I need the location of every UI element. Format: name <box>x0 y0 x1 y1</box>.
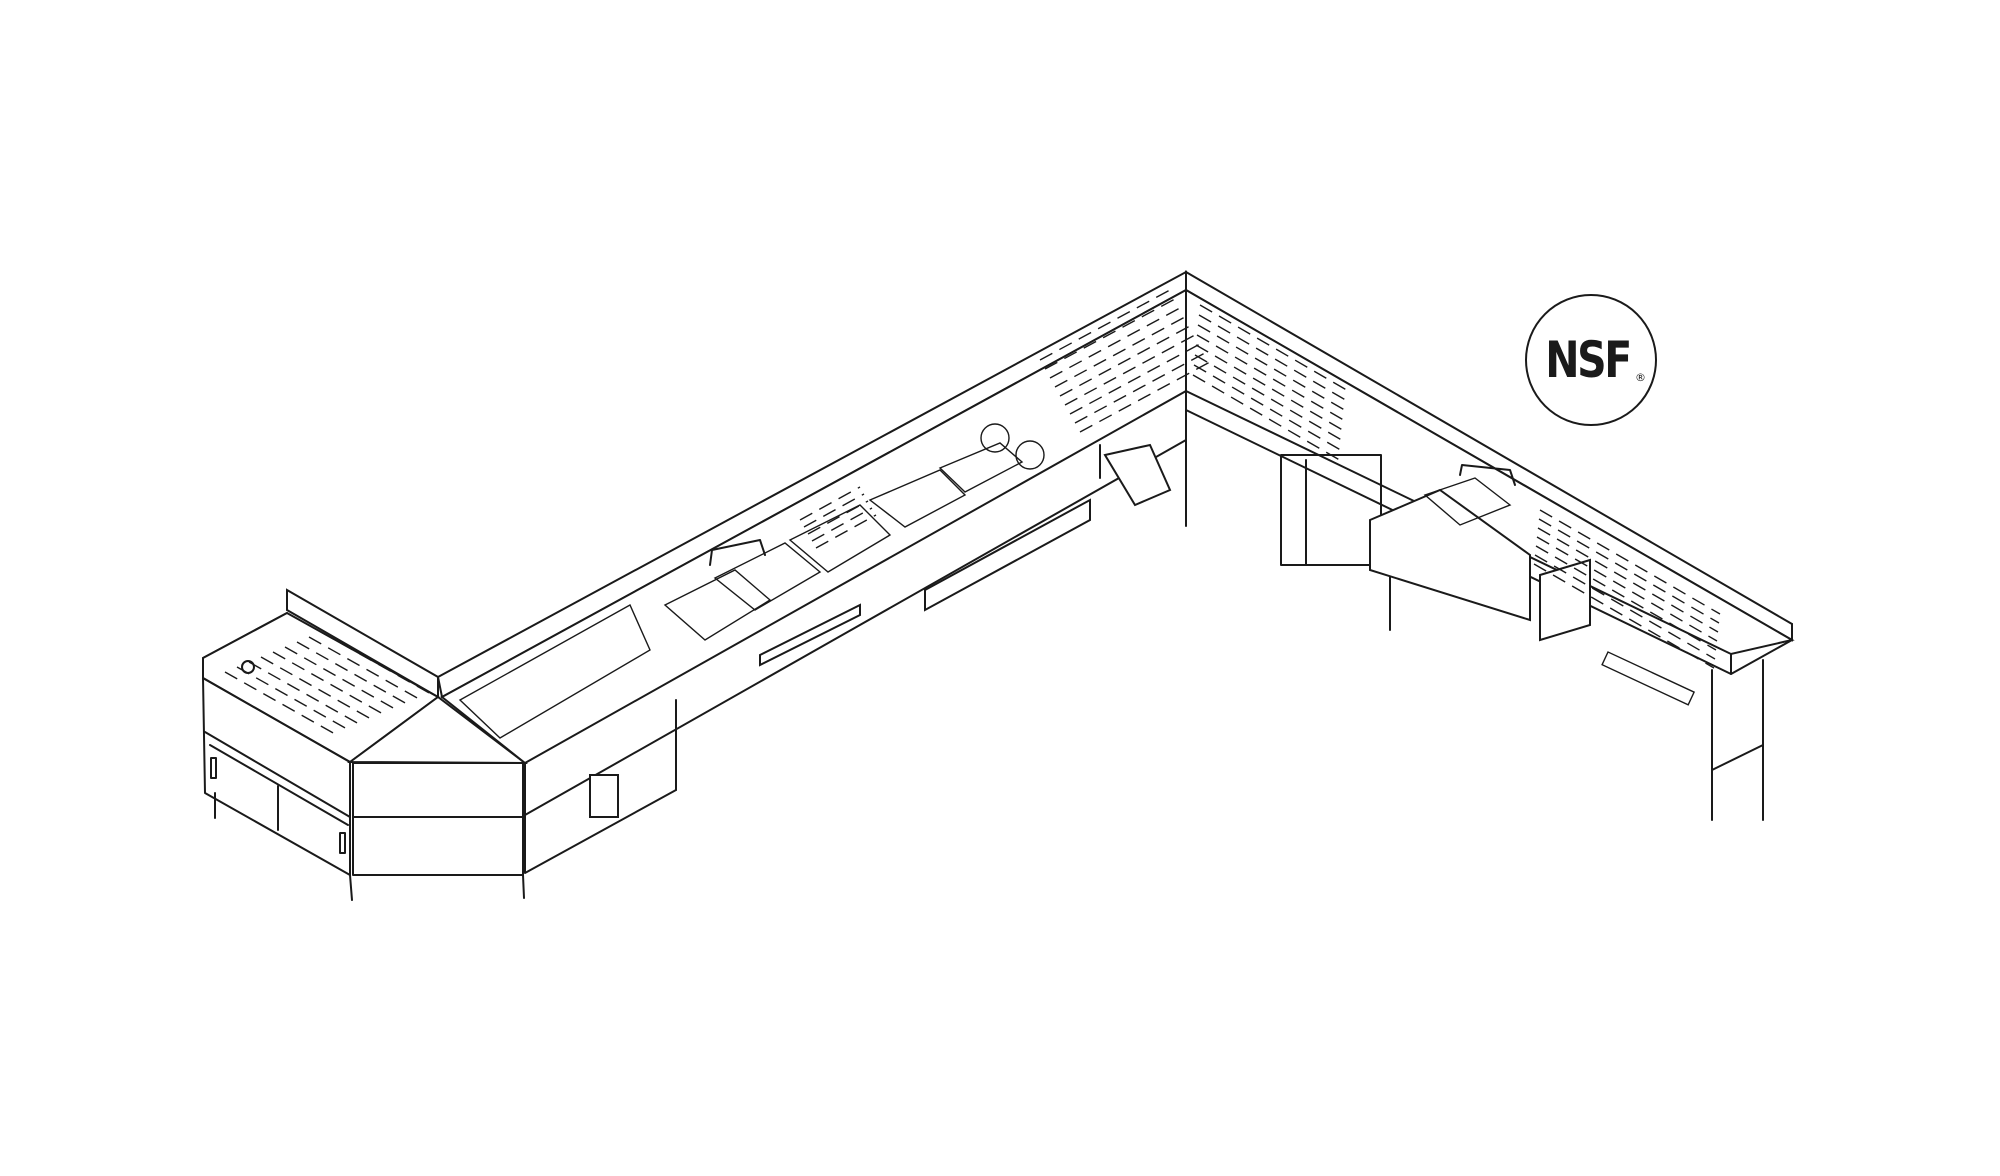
corner-piece <box>346 695 528 899</box>
drain-groove <box>1538 518 1720 624</box>
drain-groove <box>799 486 861 521</box>
drain-groove <box>815 514 877 549</box>
drain-groove <box>811 507 873 542</box>
drain-groove <box>807 500 869 535</box>
drain-groove <box>1535 545 1717 651</box>
drain-groove <box>1049 307 1181 379</box>
nsf-logo-text: NSF <box>1545 331 1632 389</box>
drain-groove <box>1074 352 1206 424</box>
drain-groove <box>803 493 865 528</box>
drain-groove <box>1193 364 1345 453</box>
drain-groove <box>1044 298 1176 370</box>
drain-groove <box>1194 354 1346 443</box>
registered-mark: ® <box>1635 370 1646 384</box>
drain-groove <box>1198 314 1350 403</box>
drain-groove <box>1195 344 1347 433</box>
drain-groove <box>1054 316 1186 388</box>
drain-groove <box>1079 361 1211 433</box>
drain-groove <box>1534 554 1716 660</box>
left-arm-counter <box>436 270 1187 874</box>
drain-groove <box>1539 509 1721 615</box>
left-end-cabinet <box>202 588 440 901</box>
drain-groove <box>1533 563 1715 669</box>
drain-groove <box>1192 374 1344 463</box>
drain-groove <box>1039 289 1171 361</box>
drain-groove <box>1069 343 1201 415</box>
drain-groove <box>1199 304 1351 393</box>
nsf-logo: NSF ® <box>1525 294 1657 426</box>
drain-groove <box>1537 527 1719 633</box>
right-arm-counter <box>1185 270 1795 821</box>
drain-groove <box>1196 334 1348 423</box>
drainboard-perforations <box>224 289 1721 735</box>
drain-groove <box>1059 325 1191 397</box>
drain-groove <box>1064 334 1196 406</box>
drain-groove <box>1197 324 1349 413</box>
drain-groove <box>1536 536 1718 642</box>
